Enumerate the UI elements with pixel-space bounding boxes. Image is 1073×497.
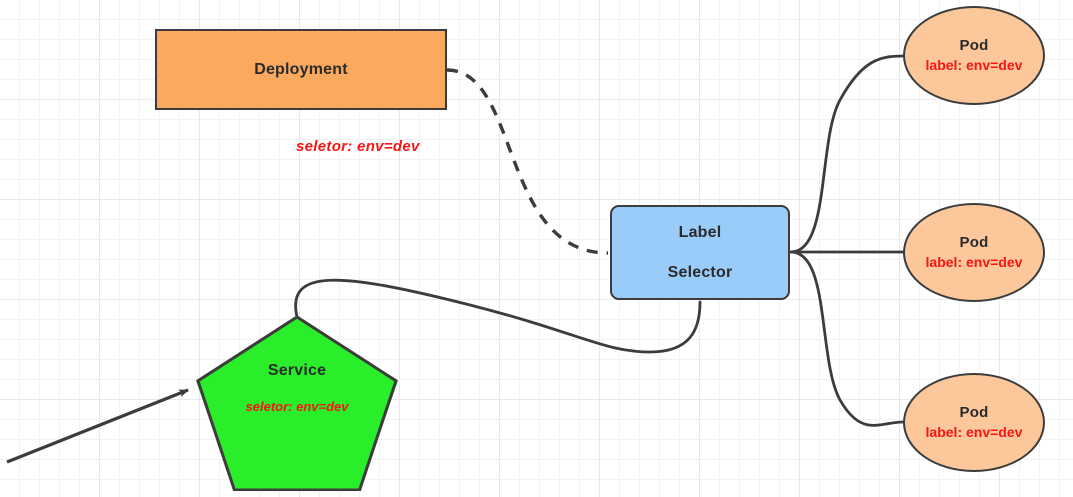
edge-deployment-to-label-selector <box>446 68 609 255</box>
pod-1-selector-annotation: label: env=dev <box>925 56 1023 73</box>
pod-3-label: Pod <box>959 404 989 422</box>
node-pod-3[interactable]: Pod label: env=dev <box>903 373 1045 472</box>
node-service[interactable]: Service seletor: env=dev <box>196 316 398 491</box>
edge-external-to-service <box>6 388 189 464</box>
pod-2-label: Pod <box>959 234 989 252</box>
pod-3-selector-annotation: label: env=dev <box>925 423 1023 440</box>
label-selector-line2: Selector <box>667 263 733 281</box>
deployment-label: Deployment <box>254 60 348 78</box>
edge-label-selector-to-pod-3 <box>789 250 905 427</box>
service-selector-annotation: seletor: env=dev <box>245 398 349 414</box>
pod-2-selector-annotation: label: env=dev <box>925 253 1023 270</box>
service-label: Service <box>267 362 327 379</box>
node-pod-2[interactable]: Pod label: env=dev <box>903 203 1045 302</box>
node-deployment[interactable]: Deployment <box>155 29 447 110</box>
edge-label-selector-to-pod-1 <box>789 54 905 254</box>
node-label-selector[interactable]: Label Selector <box>610 205 790 300</box>
deployment-selector-annotation: seletor: env=dev <box>296 138 420 155</box>
node-pod-1[interactable]: Pod label: env=dev <box>903 6 1045 105</box>
pod-1-label: Pod <box>959 37 989 55</box>
label-selector-line1: Label <box>678 223 722 241</box>
